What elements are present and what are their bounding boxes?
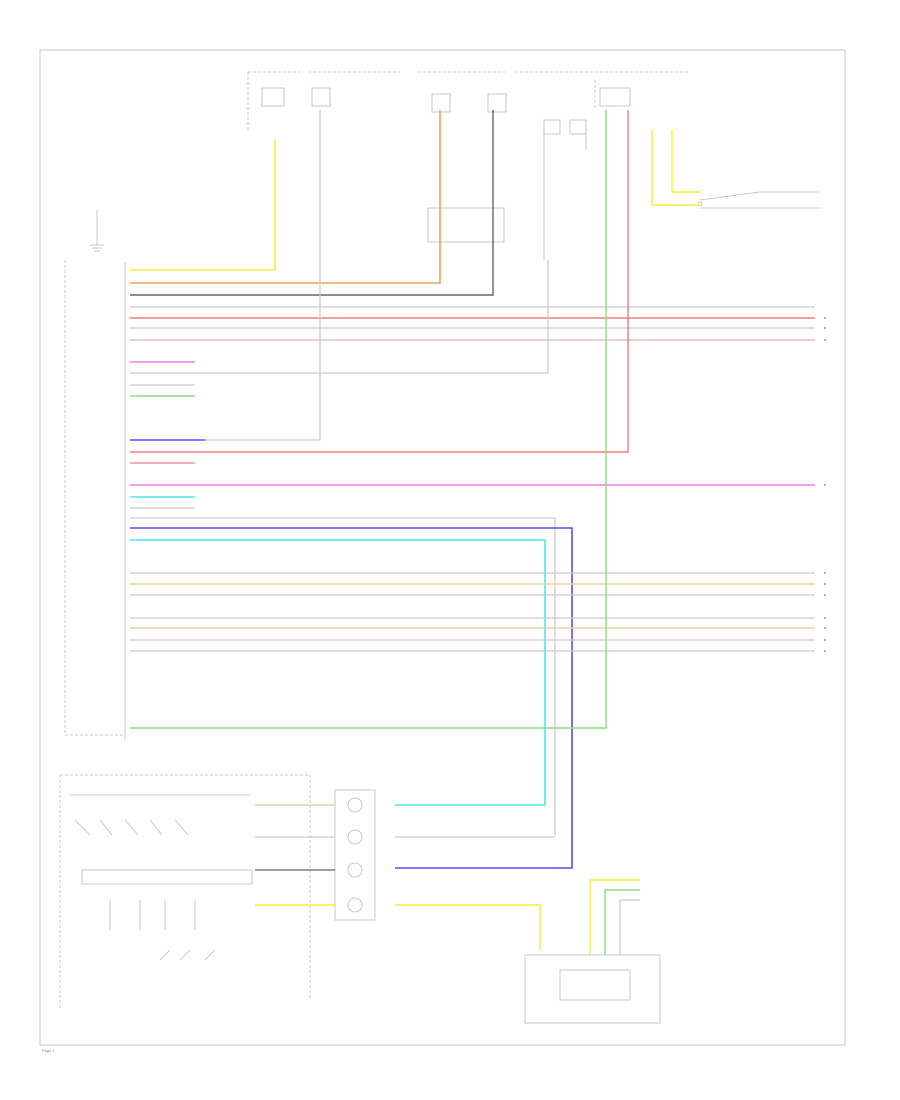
top-fuse-boxes: [247, 71, 690, 260]
ground-symbol: [90, 210, 104, 252]
diagram-frame: [39, 49, 846, 1046]
bottom-right-component: [524, 879, 661, 1024]
lower-left-assembly: [59, 774, 311, 1010]
right-terminals: [824, 317, 826, 652]
switch-wires: [651, 130, 700, 206]
main-control-module: [64, 260, 126, 740]
page-number: Page 1: [42, 1048, 55, 1053]
right-switch: [697, 191, 820, 209]
connector-block: [255, 789, 555, 950]
module-wires: [130, 110, 815, 869]
